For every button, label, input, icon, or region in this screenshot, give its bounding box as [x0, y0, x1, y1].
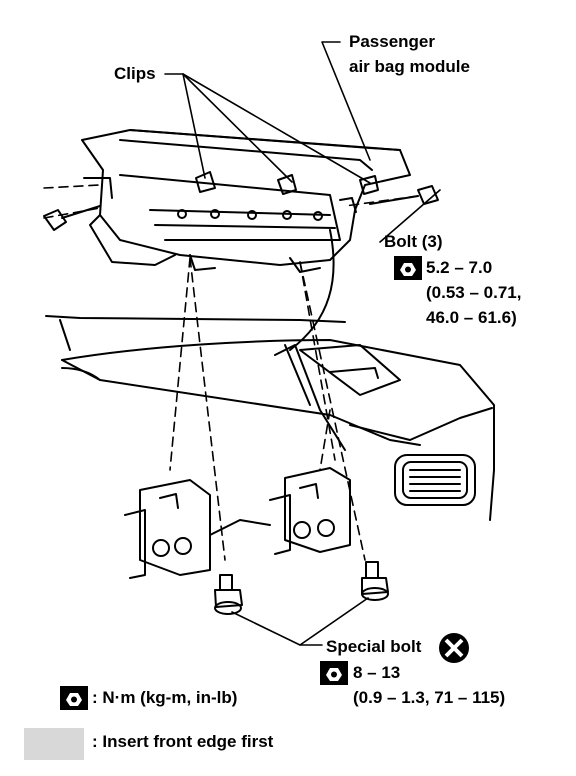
clips-label: Clips — [114, 64, 156, 83]
insert-area-swatch — [24, 728, 84, 760]
side-vent — [394, 454, 476, 506]
special-torque-kgm-inlb: (0.9 – 1.3, 71 – 115) — [353, 688, 506, 707]
do-not-reuse-icon — [439, 633, 469, 663]
instrument-panel — [45, 315, 495, 521]
legend-insert-note: : Insert front edge first — [92, 732, 274, 751]
bolt-label: Bolt (3) — [384, 232, 443, 251]
torque-wrench-icon — [394, 256, 422, 280]
bracket-left — [124, 479, 211, 579]
special-torque-nm: 8 – 13 — [353, 663, 401, 682]
leader-lines — [164, 41, 441, 646]
bolt-torque-nm: 5.2 – 7.0 — [426, 258, 493, 277]
bolt-torque-kgm: (0.53 – 0.71, — [426, 283, 522, 302]
special-bolt-right — [361, 561, 389, 601]
torque-wrench-icon — [320, 661, 348, 685]
torque-wrench-icon — [60, 686, 88, 710]
airbag-module-label: air bag module — [349, 57, 470, 76]
bracket-right — [269, 467, 351, 555]
airbag-module-drawing — [81, 129, 411, 351]
special-bolt-left — [214, 574, 243, 615]
passenger-label: Passenger — [349, 32, 435, 51]
alignment-lines — [43, 184, 419, 561]
legend-torque-units: : N·m (kg-m, in-lb) — [92, 688, 238, 707]
special-bolt-label: Special bolt — [326, 637, 422, 656]
bracket-connector — [209, 519, 271, 536]
bolt-torque-inlb: 46.0 – 61.6) — [426, 308, 517, 327]
